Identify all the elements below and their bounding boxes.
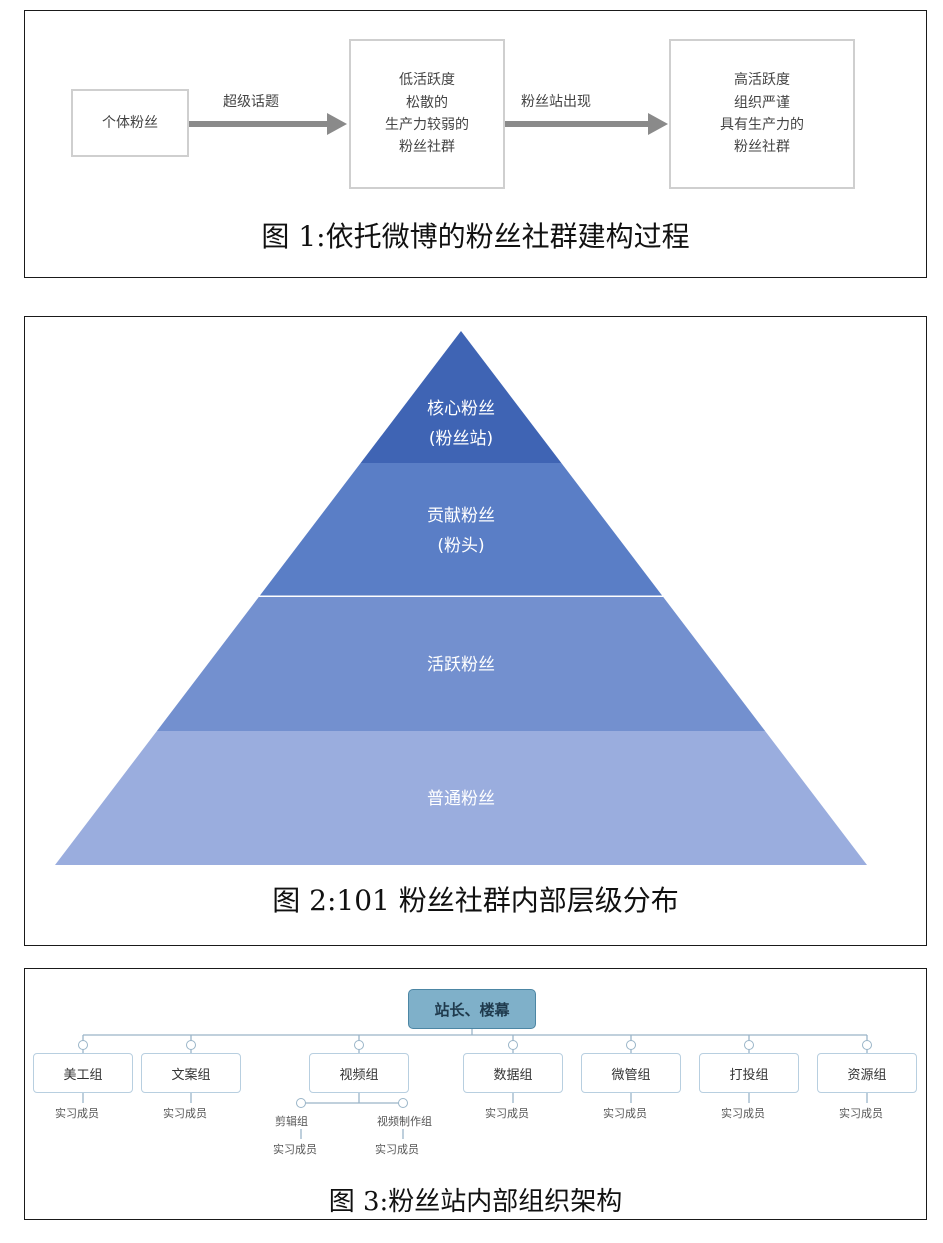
flow-box-label: 个体粉丝	[102, 114, 158, 131]
flow-box-line: 组织严谨	[734, 94, 790, 111]
pyramid-layer-label: 普通粉丝	[427, 789, 495, 809]
pyramid-layer-label: 贡献粉丝	[427, 506, 495, 526]
org-subgroup-label: 剪辑组	[275, 1115, 308, 1128]
pyramid-layer-4	[55, 731, 867, 865]
collapse-dot-icon[interactable]	[508, 1040, 518, 1050]
collapse-dot-icon[interactable]	[744, 1040, 754, 1050]
flow-box-line: 生产力较弱的	[385, 117, 469, 133]
pyramid-layer-label: 活跃粉丝	[427, 655, 495, 675]
flow-box-line: 粉丝社群	[734, 139, 790, 156]
flow-box-line: 具有生产力的	[720, 117, 804, 133]
pyramid-layer-label: (粉丝站)	[429, 429, 493, 449]
pyramid-layer-label: 核心粉丝	[427, 399, 495, 419]
flow-box-line: 粉丝社群	[399, 139, 455, 156]
org-group-node: 文案组	[141, 1053, 241, 1093]
collapse-dot-icon[interactable]	[862, 1040, 872, 1050]
flow-box-low-activity: 低活跃度 松散的 生产力较弱的 粉丝社群	[349, 39, 505, 189]
org-root-node: 站长、楼幕	[408, 989, 536, 1029]
org-member-label: 实习成员	[603, 1107, 647, 1120]
flow-box-high-activity: 高活跃度 组织严谨 具有生产力的 粉丝社群	[669, 39, 855, 189]
org-group-node: 微管组	[581, 1053, 681, 1093]
org-member-label: 实习成员	[721, 1107, 765, 1120]
collapse-dot-icon[interactable]	[78, 1040, 88, 1050]
flow-box-line: 高活跃度	[734, 72, 790, 89]
figure-1-caption: 图 1:依托微博的粉丝社群建构过程	[261, 220, 690, 253]
org-member-label: 实习成员	[375, 1143, 419, 1156]
org-member-label: 实习成员	[839, 1107, 883, 1120]
org-group-node: 资源组	[817, 1053, 917, 1093]
arrow-label-super-topic: 超级话题	[223, 94, 279, 110]
org-group-node: 视频组	[309, 1053, 409, 1093]
org-member-label: 实习成员	[55, 1107, 99, 1120]
figure-2-caption: 图 2:101 粉丝社群内部层级分布	[272, 884, 679, 917]
pyramid-layer-1	[360, 331, 562, 463]
figure-3-caption: 图 3:粉丝站内部组织架构	[328, 1187, 623, 1217]
collapse-dot-icon[interactable]	[186, 1040, 196, 1050]
flow-box-line: 松散的	[406, 94, 448, 111]
collapse-dot-icon[interactable]	[398, 1098, 408, 1108]
org-member-label: 实习成员	[163, 1107, 207, 1120]
pyramid-layer-2	[258, 463, 664, 597]
org-group-node: 打投组	[699, 1053, 799, 1093]
arrow-label-fan-site: 粉丝站出现	[521, 94, 591, 110]
collapse-dot-icon[interactable]	[354, 1040, 364, 1050]
org-member-label: 实习成员	[485, 1107, 529, 1120]
figure-3-panel: 站长、楼幕 美工组实习成员 文案组实习成员 视频组 数据组实习成员 微管组实习成员 打投组…	[24, 968, 927, 1220]
figure-1-panel: 个体粉丝 超级话题 低活跃度 松散的 生产力较弱的 粉丝社群 粉丝站出现 高活跃…	[24, 10, 927, 278]
collapse-dot-icon[interactable]	[626, 1040, 636, 1050]
figure-2-panel: 核心粉丝 (粉丝站) 贡献粉丝 (粉头) 活跃粉丝普通粉丝 图 2:101 粉丝社群内部…	[24, 316, 927, 946]
pyramid-layer-label: (粉头)	[437, 536, 484, 556]
org-member-label: 实习成员	[273, 1143, 317, 1156]
org-group-node: 美工组	[33, 1053, 133, 1093]
flow-arrow-1	[189, 113, 347, 135]
flow-box-individual-fans: 个体粉丝	[71, 89, 189, 157]
flow-arrow-2	[505, 113, 668, 135]
org-group-node: 数据组	[463, 1053, 563, 1093]
org-subgroup-label: 视频制作组	[377, 1115, 432, 1128]
collapse-dot-icon[interactable]	[296, 1098, 306, 1108]
pyramid-layer-3	[156, 597, 766, 731]
flow-box-line: 低活跃度	[399, 72, 455, 89]
